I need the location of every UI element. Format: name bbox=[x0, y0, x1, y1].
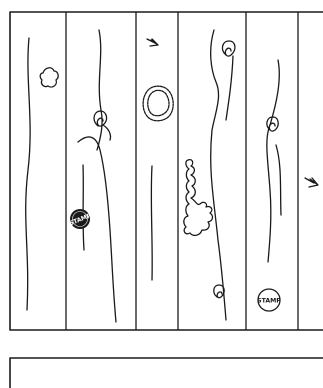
blob bbox=[40, 68, 58, 87]
strand-line bbox=[83, 165, 84, 250]
arrow-right bbox=[147, 39, 158, 46]
strip-5: STAMP bbox=[257, 60, 281, 311]
strip-2: STAMP bbox=[68, 30, 116, 322]
lower-panel-frame bbox=[10, 358, 323, 388]
strip-4 bbox=[184, 30, 235, 320]
strand-line bbox=[97, 30, 102, 150]
strand-line bbox=[276, 145, 281, 215]
swirl-mark bbox=[214, 285, 224, 298]
swirl-mark bbox=[222, 41, 234, 56]
arrow-right bbox=[305, 178, 318, 187]
strip-1 bbox=[26, 38, 58, 310]
strand-line bbox=[226, 56, 233, 120]
swirl-mark bbox=[267, 117, 278, 131]
strand-line bbox=[26, 38, 30, 310]
stamp-seal: STAMP bbox=[257, 289, 281, 311]
svg-text:STAMP: STAMP bbox=[257, 297, 281, 304]
strip-6 bbox=[305, 178, 318, 187]
upper-panel-frame bbox=[10, 12, 323, 330]
stamp-seal: STAMP bbox=[68, 209, 92, 229]
strand-line bbox=[151, 166, 152, 280]
lower-panel bbox=[10, 358, 323, 388]
strip-3 bbox=[143, 39, 173, 280]
upper-panel bbox=[10, 12, 323, 330]
strand-line bbox=[267, 60, 279, 262]
blob bbox=[143, 86, 173, 121]
blob bbox=[184, 160, 213, 236]
strand-line bbox=[211, 30, 226, 320]
